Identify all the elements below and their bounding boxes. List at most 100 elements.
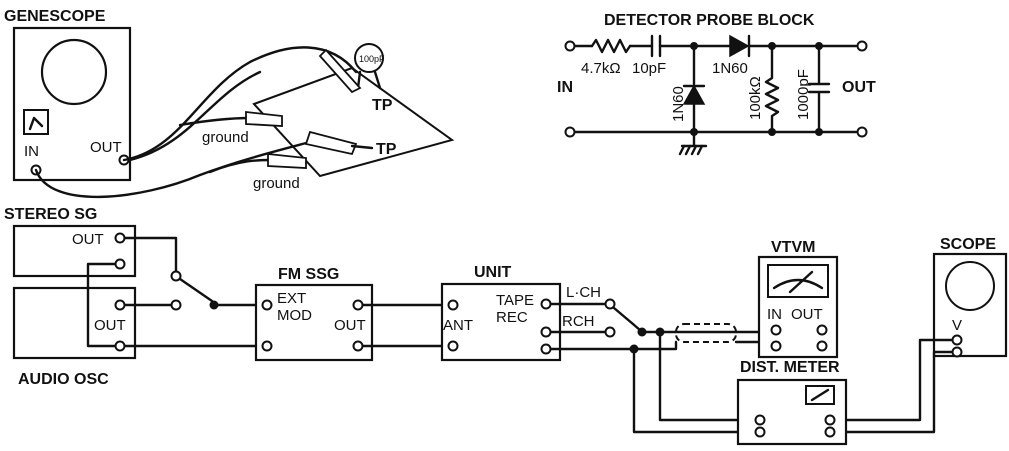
det-in-terminal-bottom bbox=[564, 126, 576, 138]
stereo-sg-gnd-terminal bbox=[114, 258, 126, 270]
genescope-section: GENESCOPE IN OUT 100pF TP TP ground bbox=[4, 8, 455, 199]
unit-out-gnd-terminal bbox=[540, 343, 552, 355]
vtvm-out-terminal bbox=[816, 324, 828, 336]
lch-label: L·CH bbox=[566, 284, 601, 301]
unit-rch-terminal bbox=[540, 326, 552, 338]
label-10pf: 10pF bbox=[632, 60, 666, 77]
vtvm-meter bbox=[767, 264, 829, 298]
genescope-meter-icon bbox=[23, 109, 49, 135]
scope-title: SCOPE bbox=[940, 236, 996, 253]
ground-clip-upper bbox=[245, 110, 283, 127]
diode-shunt-1n60 bbox=[682, 84, 706, 105]
channel-switch-contact-r bbox=[604, 326, 616, 338]
capacitor-100pf bbox=[354, 43, 384, 73]
vtvm-needle-icon bbox=[788, 270, 814, 294]
switch-blade bbox=[178, 277, 214, 303]
dist-meter-out-gnd-terminal bbox=[824, 426, 836, 438]
channel-switch-contact-l bbox=[604, 298, 616, 310]
audio-osc-title: AUDIO OSC bbox=[18, 371, 109, 388]
label-4k7: 4.7kΩ bbox=[581, 60, 621, 77]
scope-v-terminal bbox=[951, 334, 963, 346]
capacitor-100pf-label: 100pF bbox=[359, 54, 385, 64]
fm-ssg-out-label: OUT bbox=[334, 317, 366, 334]
rch-label: RCH bbox=[562, 313, 595, 330]
label-1n60-shunt: 1N60 bbox=[670, 86, 687, 122]
fm-ssg-ext-terminal bbox=[261, 299, 273, 311]
fm-ssg: FM SSG EXT MOD OUT bbox=[254, 266, 450, 362]
switch-contact-b bbox=[170, 299, 182, 311]
scope-gnd-terminal bbox=[951, 346, 963, 358]
ground-symbol bbox=[678, 144, 704, 156]
tp-label-upper: TP bbox=[372, 97, 393, 114]
fm-ssg-mod-label: MOD bbox=[277, 307, 312, 324]
det-out-label: OUT bbox=[842, 79, 876, 96]
wire-gnd-bus bbox=[86, 262, 117, 348]
fm-ssg-gnd-out-terminal bbox=[352, 340, 364, 352]
vtvm: VTVM IN OUT bbox=[757, 239, 839, 359]
vtvm-in-label: IN bbox=[767, 306, 782, 323]
genescope-in-label: IN bbox=[24, 143, 39, 160]
scope-screen bbox=[945, 261, 995, 311]
stereo-sg-out-terminal bbox=[114, 232, 126, 244]
stereo-sg-out-label: OUT bbox=[72, 231, 104, 248]
det-out-terminal-top bbox=[856, 40, 868, 52]
vtvm-in-terminal bbox=[770, 324, 782, 336]
ground-label-lower: ground bbox=[253, 175, 300, 192]
ground-label-upper: ground bbox=[202, 129, 249, 146]
stereo-sg-box bbox=[12, 224, 137, 278]
probe-clip-tp bbox=[318, 48, 362, 94]
audio-osc-out-terminal bbox=[114, 299, 126, 311]
resistor-4k7 bbox=[590, 38, 632, 54]
label-1n60-series: 1N60 bbox=[712, 60, 748, 77]
detector-probe-block: DETECTOR PROBE BLOCK 4.7kΩ 10pF 1N60 1N6… bbox=[557, 12, 876, 156]
det-in-terminal-top bbox=[564, 40, 576, 52]
unit-title: UNIT bbox=[474, 264, 512, 281]
resistor-100k bbox=[764, 44, 780, 134]
unit-tape-label: TAPE bbox=[496, 292, 534, 309]
unit-ant-label: ANT bbox=[443, 317, 473, 334]
tp-label-lower: TP bbox=[376, 141, 397, 158]
fm-ssg-out-terminal bbox=[352, 299, 364, 311]
stereo-sg-title: STEREO SG bbox=[4, 206, 97, 223]
dist-meter: DIST. METER bbox=[736, 359, 848, 446]
genescope-out-label: OUT bbox=[90, 139, 122, 156]
diode-series-1n60 bbox=[729, 34, 750, 58]
genescope-title: GENESCOPE bbox=[4, 8, 106, 25]
unit-ant-terminal bbox=[447, 299, 459, 311]
wire-sg-out bbox=[123, 236, 178, 274]
vtvm-box bbox=[757, 255, 839, 359]
genescope-screen bbox=[40, 38, 108, 106]
fm-ssg-ext-label: EXT bbox=[277, 290, 306, 307]
dist-meter-in-gnd-terminal bbox=[754, 426, 766, 438]
fm-ssg-gnd-in-terminal bbox=[261, 340, 273, 352]
dist-meter-icon bbox=[805, 385, 835, 405]
vtvm-out-label: OUT bbox=[791, 306, 823, 323]
unit-gnd-terminal bbox=[447, 340, 459, 352]
audio-osc-gnd-terminal bbox=[114, 340, 126, 352]
genescope-meter-needle-icon bbox=[28, 116, 44, 131]
probe-clip-tp-lower bbox=[304, 130, 358, 156]
unit: UNIT ANT TAPE REC L·CH RCH bbox=[440, 264, 824, 434]
dist-meter-title: DIST. METER bbox=[740, 359, 840, 376]
signal-sources: STEREO SG OUT OUT AUDIO OSC bbox=[4, 206, 264, 388]
pcb-board bbox=[252, 66, 455, 178]
unit-lch-terminal bbox=[540, 298, 552, 310]
det-in-label: IN bbox=[557, 79, 573, 96]
unit-box bbox=[440, 282, 562, 362]
label-1000pf: 1000pF bbox=[795, 69, 812, 120]
scope: SCOPE V bbox=[830, 236, 1008, 434]
capacitor-1000pf bbox=[807, 44, 831, 134]
ground-clip-lower bbox=[267, 153, 307, 169]
vtvm-out-gnd-terminal bbox=[816, 340, 828, 352]
unit-rec-label: REC bbox=[496, 309, 528, 326]
audio-osc-out-label: OUT bbox=[94, 317, 126, 334]
dist-meter-out-terminal bbox=[824, 414, 836, 426]
vtvm-in-gnd-terminal bbox=[770, 340, 782, 352]
det-out-terminal-bottom bbox=[856, 126, 868, 138]
detector-title: DETECTOR PROBE BLOCK bbox=[604, 12, 815, 29]
label-100k: 100kΩ bbox=[747, 76, 764, 120]
dist-meter-in-terminal bbox=[754, 414, 766, 426]
genescope-in-cable bbox=[34, 140, 312, 199]
fm-ssg-box bbox=[254, 283, 374, 362]
